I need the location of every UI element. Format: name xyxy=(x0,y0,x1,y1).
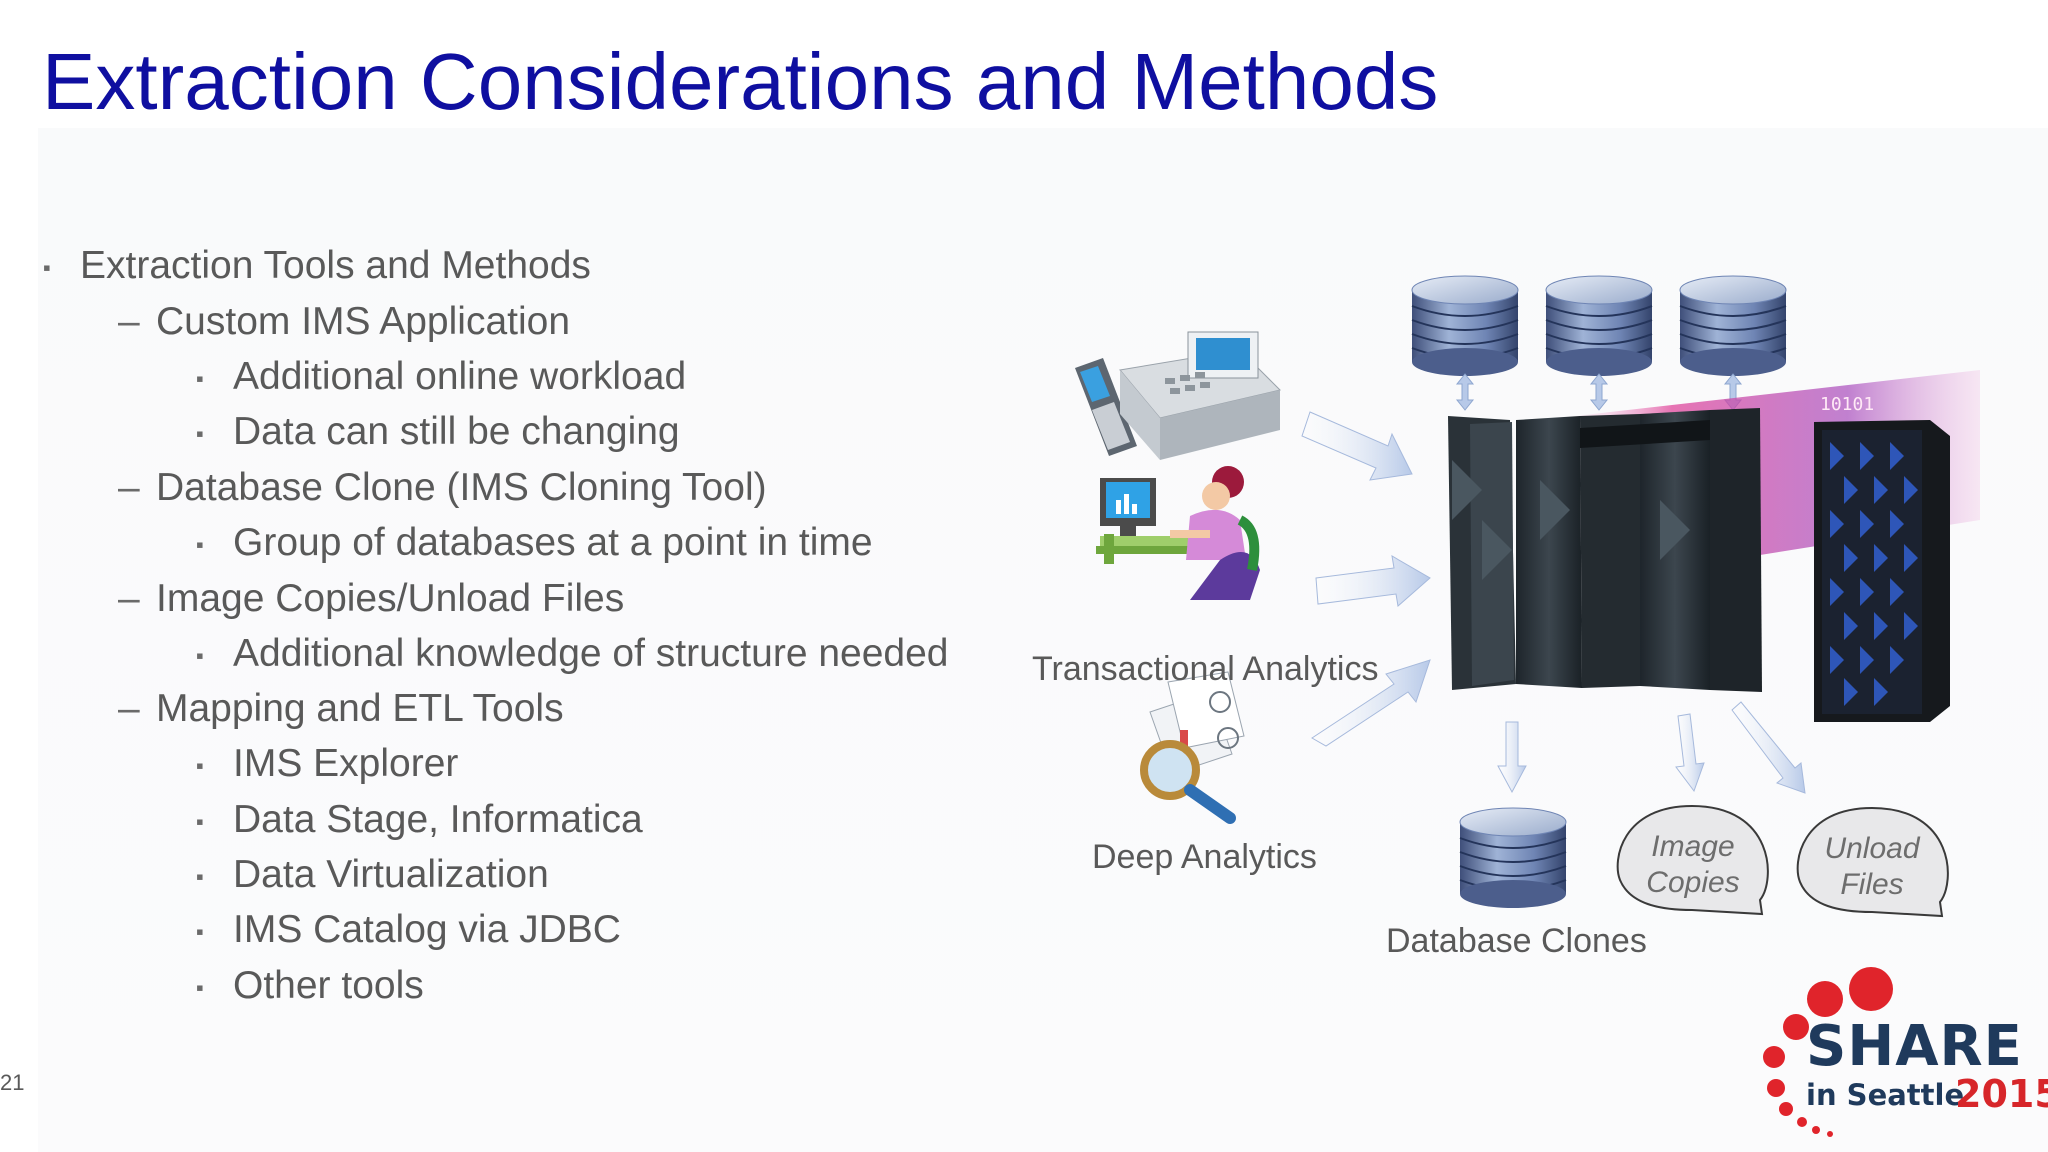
bullet-text: Other tools xyxy=(233,964,424,1007)
sub-sub-bullet-item: ▪ Other tools xyxy=(196,960,424,1012)
sub-sub-bullet-item: ▪ Data can still be changing xyxy=(196,406,680,458)
bullet-text: Additional online workload xyxy=(233,355,687,398)
logo-year-text: 2015 xyxy=(1955,1072,2048,1116)
arrow-icon xyxy=(1301,411,1431,747)
bullet-text: Additional knowledge of structure needed xyxy=(233,632,949,675)
extraction-diagram: 10101 0010 010010 xyxy=(1020,260,2048,980)
dash-marker: – xyxy=(118,466,140,509)
bullet-marker: ▪ xyxy=(196,421,204,446)
image-copies-bubble: Image Copies xyxy=(1616,804,1769,916)
analytics-server-icon xyxy=(1814,420,1950,722)
slide-title: Extraction Considerations and Methods xyxy=(42,37,1439,126)
magnifier-report-icon xyxy=(1140,671,1245,824)
logo-location-text: in Seattle xyxy=(1806,1078,1965,1112)
bullet-text: Data Stage, Informatica xyxy=(233,798,643,841)
logo-brand-text: SHARE xyxy=(1806,1014,2023,1079)
dash-marker: – xyxy=(118,300,140,343)
database-disk-icon xyxy=(1411,275,1519,376)
bullet-marker: ▪ xyxy=(196,532,204,557)
bullet-text: Mapping and ETL Tools xyxy=(156,687,564,730)
bubble-text: Files xyxy=(1840,868,1903,901)
share-logo: SHARE in Seattle 2015 xyxy=(1750,960,2048,1140)
bullet-text: Extraction Tools and Methods xyxy=(80,244,591,287)
database-disk-icon xyxy=(1679,275,1787,376)
dash-marker: – xyxy=(118,687,140,730)
sub-bullet-item: –Database Clone (IMS Cloning Tool) xyxy=(118,462,767,514)
bullet-text: IMS Catalog via JDBC xyxy=(233,908,621,951)
bullet-text: Database Clone (IMS Cloning Tool) xyxy=(156,466,767,509)
sub-sub-bullet-item: ▪ IMS Explorer xyxy=(196,738,459,790)
bubble-text: Image xyxy=(1651,830,1734,863)
bubble-text: Copies xyxy=(1646,866,1739,899)
bullet-marker: ▪ xyxy=(196,864,204,889)
bubble-text: Unload xyxy=(1824,832,1920,865)
page-number: 21 xyxy=(0,1070,25,1095)
cash-register-icon xyxy=(1119,331,1281,460)
sub-sub-bullet-item: ▪ Group of databases at a point in time xyxy=(196,517,873,569)
bullet-marker: ▪ xyxy=(196,753,204,778)
bullet-list: ▪Extraction Tools and Methods –Custom IM… xyxy=(0,0,1000,1100)
transactional-analytics-label: Transactional Analytics xyxy=(1032,650,1379,688)
bullet-item: ▪ Extraction Tools and Methods xyxy=(43,240,591,292)
bullet-marker: ▪ xyxy=(196,809,204,834)
sub-bullet-item: –Mapping and ETL Tools xyxy=(118,683,564,735)
sub-sub-bullet-item: ▪ Additional knowledge of structure neede… xyxy=(196,628,949,680)
bullet-text: Data can still be changing xyxy=(233,410,680,453)
bullet-marker: ▪ xyxy=(43,255,51,280)
unload-files-bubble: Unload Files xyxy=(1796,806,1949,918)
bullet-text: Group of databases at a point in time xyxy=(233,521,873,564)
bullet-marker: ▪ xyxy=(196,919,204,944)
analyst-at-computer-icon xyxy=(1096,466,1260,600)
bullet-text: IMS Explorer xyxy=(233,742,459,785)
database-disk-icon xyxy=(1545,275,1653,376)
sub-sub-bullet-item: ▪ Data Stage, Informatica xyxy=(196,794,643,846)
database-clones-label: Database Clones xyxy=(1386,922,1647,960)
sub-sub-bullet-item: ▪ Additional online workload xyxy=(196,351,687,403)
sub-sub-bullet-item: ▪ Data Virtualization xyxy=(196,849,549,901)
bullet-marker: ▪ xyxy=(196,975,204,1000)
logo-dots xyxy=(1763,967,1893,1137)
bullet-text: Data Virtualization xyxy=(233,853,549,896)
bullet-marker: ▪ xyxy=(196,366,204,391)
handheld-scanner-icon xyxy=(1075,358,1137,456)
bullet-marker: ▪ xyxy=(196,643,204,668)
bullet-text: Custom IMS Application xyxy=(156,300,571,343)
bullet-text: Image Copies/Unload Files xyxy=(156,577,625,620)
mainframe-server-icon xyxy=(1448,408,1762,692)
deep-analytics-label: Deep Analytics xyxy=(1092,838,1317,876)
sub-sub-bullet-item: ▪ IMS Catalog via JDBC xyxy=(196,904,621,956)
sub-bullet-item: –Image Copies/Unload Files xyxy=(118,573,625,625)
database-disk-icon xyxy=(1459,807,1567,908)
sub-bullet-item: –Custom IMS Application xyxy=(118,296,571,348)
binary-text: 10101 xyxy=(1820,394,1874,415)
dash-marker: – xyxy=(118,577,140,620)
diagram-graphics: 10101 0010 010010 xyxy=(1075,275,1980,918)
arrow-icon xyxy=(1497,701,1806,794)
